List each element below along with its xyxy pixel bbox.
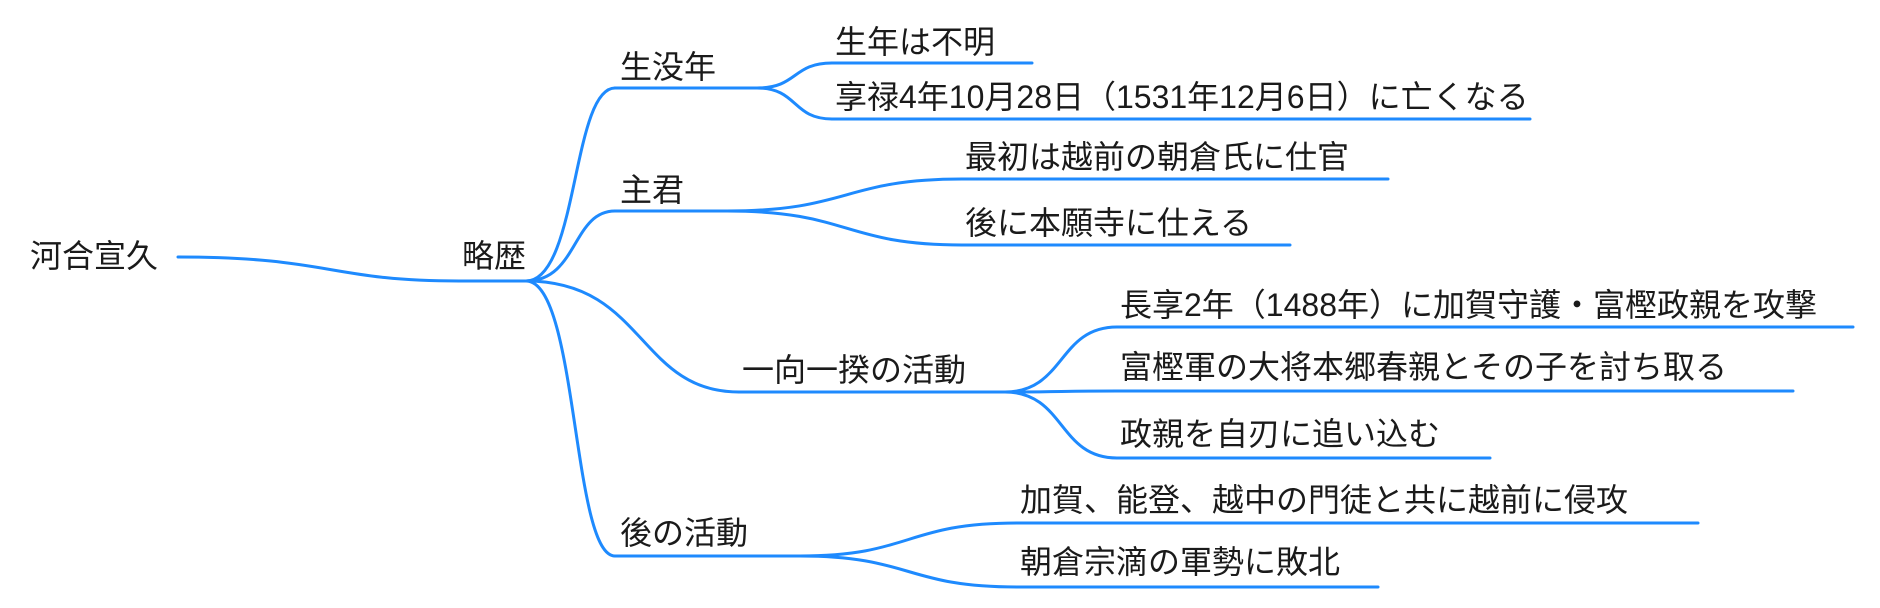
- edge-ikko-ikki-to-attack-togashi: [1003, 325, 1119, 394]
- leaf-invade-echizen[interactable]: 加賀、能登、越中の門徒と共に越前に侵攻: [1020, 482, 1628, 518]
- edge-lord-to-served-asakura: [725, 177, 964, 213]
- node-ikko-ikki[interactable]: 一向一揆の活動: [742, 352, 966, 388]
- edge-ikko-ikki-to-masachika-seppuku: [1003, 390, 1119, 460]
- node-root[interactable]: 河合宣久: [30, 238, 158, 274]
- leaf-masachika-seppuku[interactable]: 政親を自刃に追い込む: [1120, 416, 1440, 452]
- edge-ikko-ikki-to-defeat-hongo: [1003, 389, 1119, 394]
- node-lord[interactable]: 主君: [620, 172, 684, 208]
- leaf-defeated-by-soteki[interactable]: 朝倉宗滴の軍勢に敗北: [1020, 544, 1340, 580]
- edge-later-activity-to-invade-echizen: [798, 521, 1019, 558]
- node-later-activity[interactable]: 後の活動: [620, 515, 748, 551]
- edge-later-activity-to-defeated-by-soteki: [798, 554, 1019, 589]
- leaf-birth-unknown[interactable]: 生年は不明: [835, 24, 995, 60]
- edge-overview-to-birth-death: [524, 86, 617, 283]
- edge-overview-to-later-activity: [524, 279, 617, 558]
- edge-overview-to-lord: [524, 209, 617, 283]
- node-birth-death[interactable]: 生没年: [620, 49, 716, 85]
- node-overview[interactable]: 略歴: [462, 238, 526, 274]
- edge-birth-death-to-death-date: [755, 86, 834, 121]
- edge-birth-death-to-birth-unknown: [755, 61, 834, 90]
- edge-lord-to-served-honganji: [725, 209, 964, 247]
- leaf-served-asakura[interactable]: 最初は越前の朝倉氏に仕官: [965, 139, 1349, 175]
- leaf-attack-togashi[interactable]: 長享2年（1488年）に加賀守護・富樫政親を攻撃: [1120, 287, 1817, 323]
- leaf-death-date[interactable]: 享禄4年10月28日（1531年12月6日）に亡くなる: [835, 79, 1529, 115]
- leaf-served-honganji[interactable]: 後に本願寺に仕える: [965, 205, 1252, 241]
- edge-root-to-overview: [176, 255, 461, 283]
- edge-overview-to-ikko-ikki: [524, 279, 741, 394]
- leaf-defeat-hongo[interactable]: 富樫軍の大将本郷春親とその子を討ち取る: [1120, 349, 1727, 385]
